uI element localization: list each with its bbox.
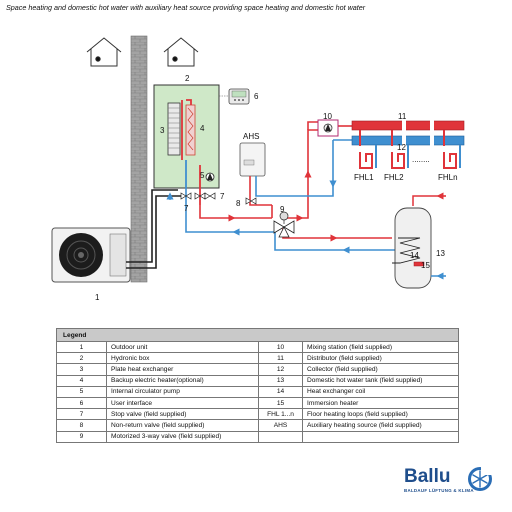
label-distributor: 11	[398, 112, 407, 121]
legend-row: 8 Non-return valve (field supplied) AHS …	[56, 419, 460, 432]
legend-row: 3 Plate heat exchanger 12 Collector (fie…	[56, 363, 460, 376]
stop-valves	[180, 192, 216, 200]
legend-description: Internal circulator pump	[106, 385, 259, 398]
floor-heating-loops	[359, 130, 461, 169]
label-ahs: AHS	[243, 132, 259, 141]
label-circulator-pump: 5	[200, 171, 205, 180]
label-three-way-valve: 9	[280, 205, 285, 214]
collector-manifold	[351, 135, 465, 146]
snowflake-logo-icon	[468, 465, 494, 491]
legend-description: Distributor (field supplied)	[301, 352, 460, 365]
legend-description: Non-return valve (field supplied)	[106, 419, 259, 432]
legend-row: 5 Internal circulator pump 14 Heat excha…	[56, 385, 460, 398]
legend-row: 1 Outdoor unit 10 Mixing station (field …	[56, 340, 460, 354]
distributor-manifold	[351, 120, 465, 131]
outdoor-house-icon	[86, 37, 122, 67]
legend-description: Domestic hot water tank (field supplied)	[301, 374, 460, 387]
legend-number: 5	[56, 385, 107, 398]
hydronic-box	[153, 84, 220, 205]
mixing-station	[317, 119, 339, 137]
label-heat-exchanger-coil: 14	[410, 251, 419, 260]
label-loop-ellipsis: ........	[412, 155, 430, 164]
label-user-interface: 6	[254, 92, 259, 101]
legend-row: 9 Motorized 3-way valve (field supplied)	[56, 430, 460, 443]
label-immersion-heater: 15	[421, 261, 430, 270]
legend-number	[258, 430, 303, 443]
legend-number: 13	[258, 374, 303, 387]
legend-number: 7	[56, 408, 107, 421]
legend-description: Motorized 3-way valve (field supplied)	[106, 430, 259, 443]
legend-description	[301, 430, 460, 443]
non-return-valve	[245, 197, 257, 205]
legend-description: Plate heat exchanger	[106, 363, 259, 376]
plate-heat-exchanger	[167, 102, 181, 156]
legend-number: 6	[56, 396, 107, 410]
legend-row: 2 Hydronic box 11 Distributor (field sup…	[56, 352, 460, 365]
logo-tagline: BALDAUF LÜFTUNG & KLIMA	[404, 488, 474, 493]
logo-wordmark: Ballu	[404, 466, 451, 487]
ballu-logo: Ballu BALDAUF LÜFTUNG & KLIMA	[404, 465, 504, 508]
label-fhl2: FHL2	[384, 173, 404, 182]
legend-number: 12	[258, 363, 303, 376]
label-plate-heat-exchanger: 3	[160, 126, 165, 135]
label-non-return-valve: 8	[236, 199, 241, 208]
legend-description: Floor heating loops (field supplied)	[301, 408, 460, 421]
label-outdoor-unit: 1	[95, 293, 100, 302]
legend-row: 6 User interface 15 Immersion heater	[56, 396, 460, 410]
legend-description: Immersion heater	[301, 396, 460, 410]
legend-title: Legend	[55, 328, 460, 342]
user-interface-panel	[219, 88, 250, 105]
label-hydronic-box: 2	[185, 74, 190, 83]
domestic-hot-water-tank	[392, 192, 446, 289]
legend-number: 9	[56, 430, 107, 443]
label-hot-water-tank: 13	[436, 249, 445, 258]
legend-number: 14	[258, 385, 303, 398]
legend-table: Legend 1 Outdoor unit 10 Mixing station …	[55, 328, 460, 443]
label-stop-valve-right: 7	[220, 192, 225, 201]
legend-row: 7 Stop valve (field supplied) FHL 1...n …	[56, 408, 460, 421]
legend-number: 1	[56, 340, 107, 354]
outdoor-unit	[51, 227, 131, 283]
legend-number: 2	[56, 352, 107, 365]
label-fhl1: FHL1	[354, 173, 374, 182]
legend-number: AHS	[258, 419, 303, 432]
legend-description: Mixing station (field supplied)	[301, 340, 460, 354]
legend-description: Outdoor unit	[106, 340, 259, 354]
legend-description: Hydronic box	[106, 352, 259, 365]
cold-water-return-pipe	[185, 139, 400, 251]
legend-description: Collector (field supplied)	[301, 363, 460, 376]
legend-number: 15	[258, 396, 303, 410]
label-mixing-station: 10	[323, 112, 332, 121]
legend-number: 3	[56, 363, 107, 376]
legend-description: Backup electric heater(optional)	[106, 374, 259, 387]
auxiliary-heat-source	[239, 142, 266, 190]
legend-description: Heat exchanger coil	[301, 385, 460, 398]
label-backup-heater: 4	[200, 124, 205, 133]
legend-row: 4 Backup electric heater(optional) 13 Do…	[56, 374, 460, 387]
legend-description: Stop valve (field supplied)	[106, 408, 259, 421]
label-collector: 12	[397, 143, 406, 152]
legend-number: 4	[56, 374, 107, 387]
legend-number: 11	[258, 352, 303, 365]
brick-wall	[130, 35, 148, 283]
legend-description: Auxiliary heating source (field supplied…	[301, 419, 460, 432]
flow-arrows	[166, 170, 350, 254]
diagram-caption: Space heating and domestic hot water wit…	[6, 3, 366, 12]
heating-system-diagram: 1 2 3 4 5 6 7 7 8 9 10 11 12 13 14 15 AH…	[51, 35, 465, 302]
three-way-valve	[273, 211, 295, 238]
legend-description: User interface	[106, 396, 259, 410]
label-stop-valve-left: 7	[184, 204, 189, 213]
indoor-house-icon	[163, 37, 199, 67]
legend-number: FHL 1...n	[258, 408, 303, 421]
legend-number: 8	[56, 419, 107, 432]
label-fhln: FHLn	[438, 173, 458, 182]
legend-number: 10	[258, 340, 303, 354]
